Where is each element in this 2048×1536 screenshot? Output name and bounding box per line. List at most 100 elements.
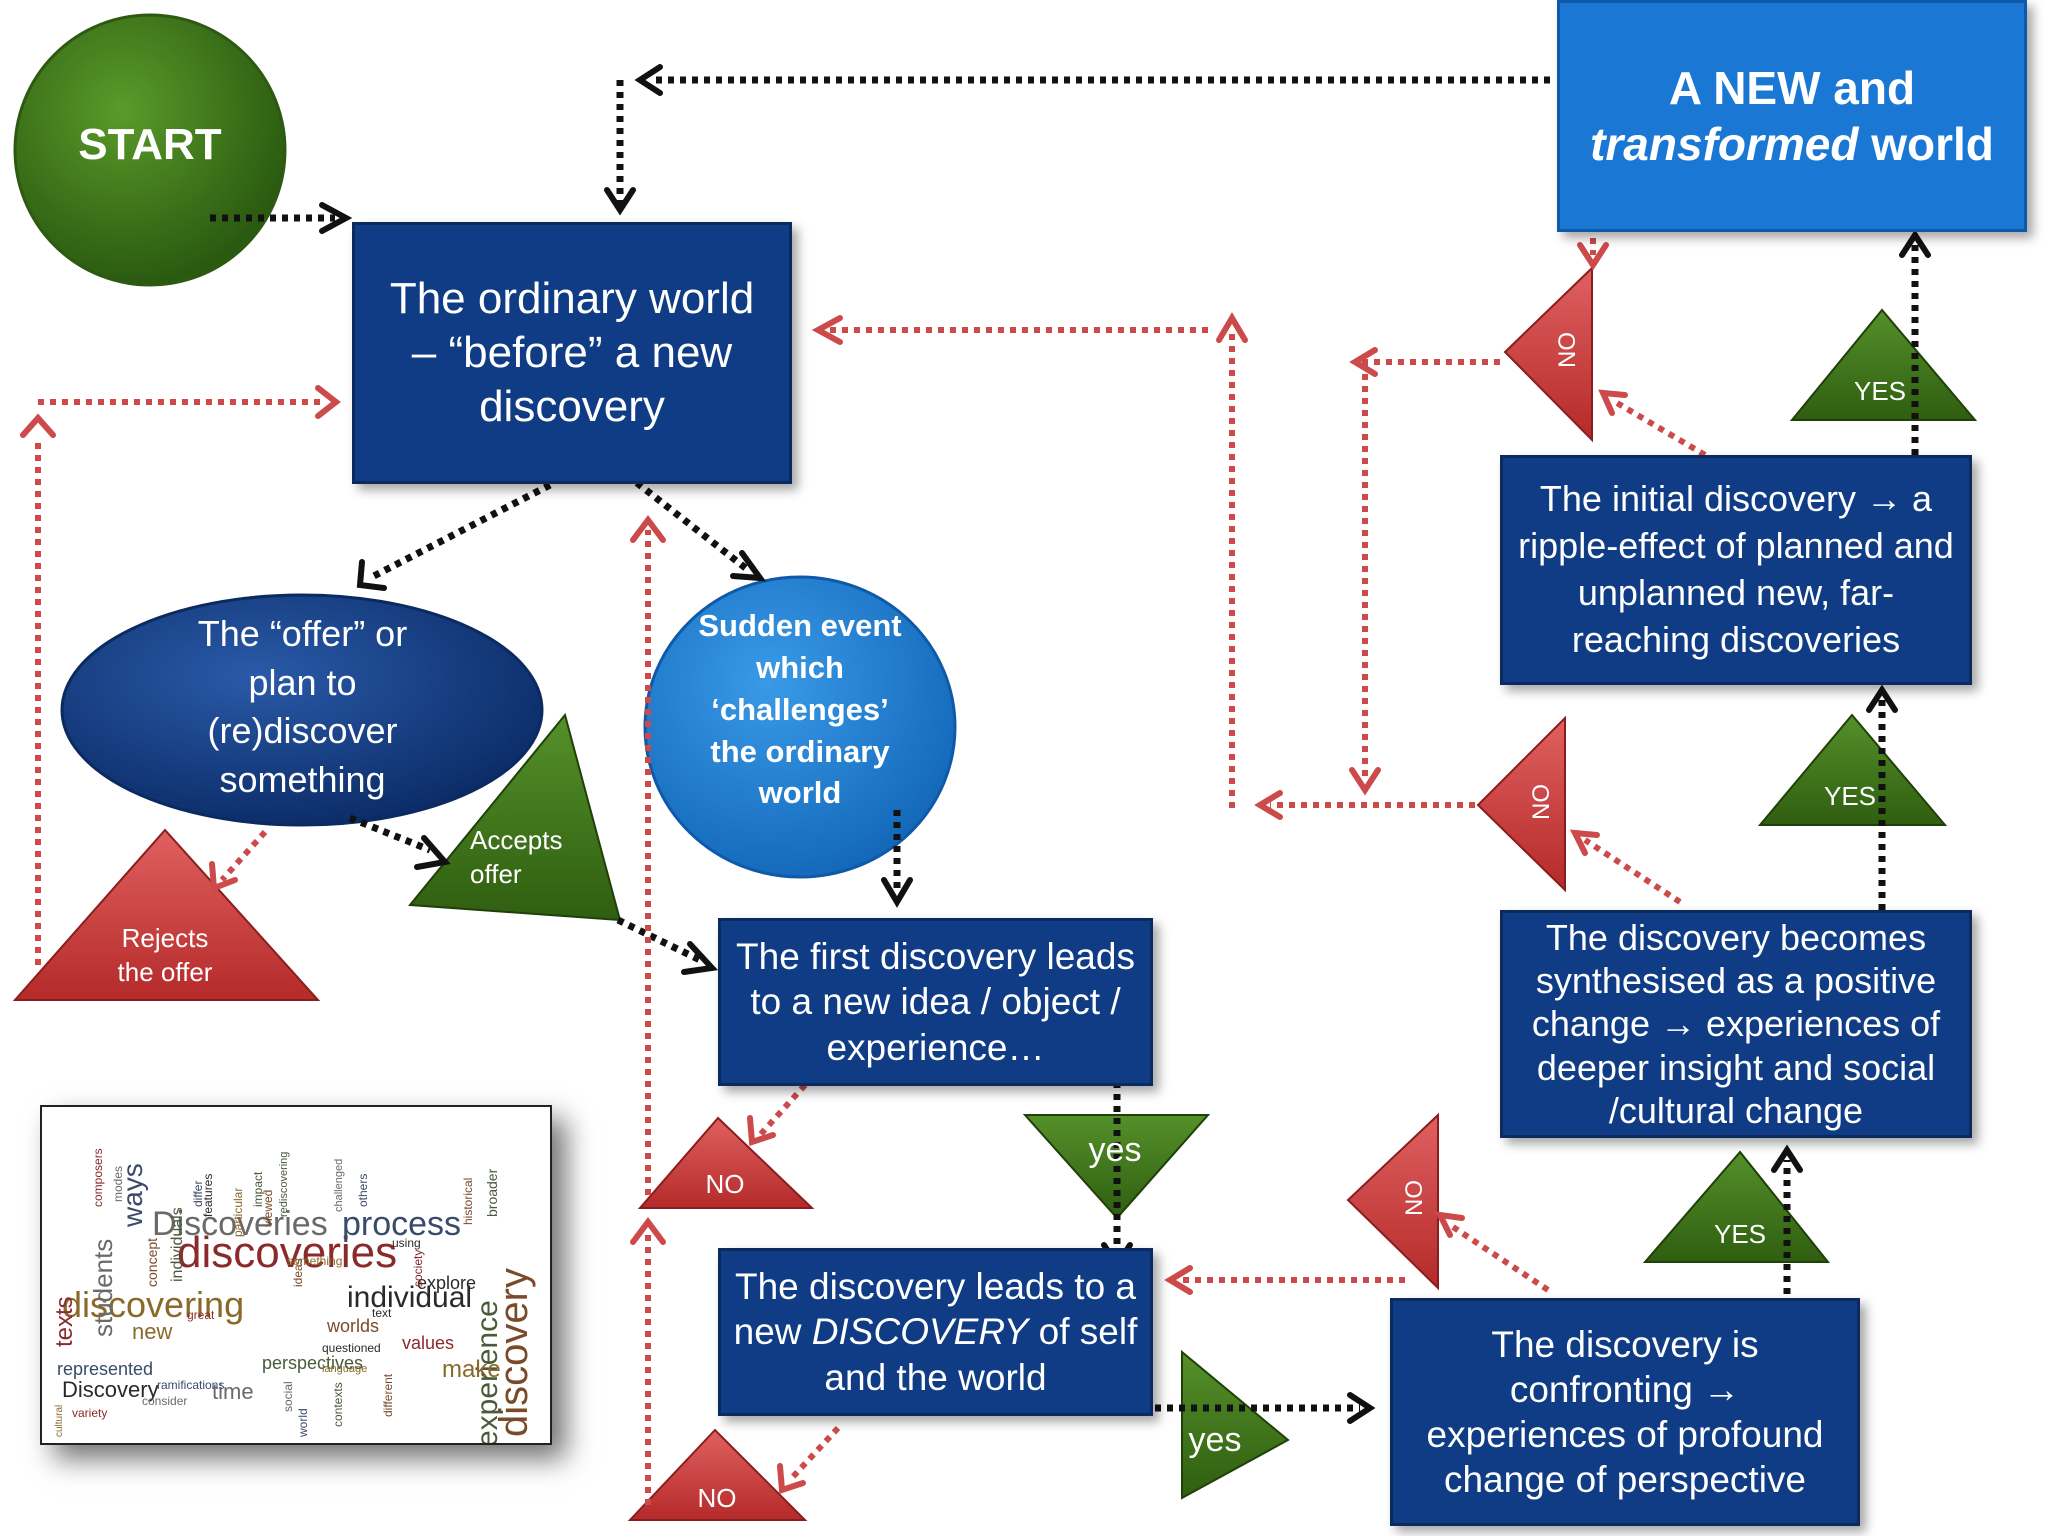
word-cloud-word: viewed: [261, 1190, 275, 1227]
arrow-no5-left: [1362, 359, 1500, 780]
no-label-4: NO: [1528, 784, 1555, 820]
word-cloud-word: rediscovering: [278, 1152, 290, 1217]
word-cloud-word: impact: [251, 1171, 265, 1207]
arrow-rejects-loop: [35, 399, 320, 965]
no-triangle-4: [1476, 715, 1566, 893]
confronting-box: The discovery is confronting → experienc…: [1390, 1298, 1860, 1526]
word-cloud-word: features: [201, 1174, 215, 1217]
word-cloud-word: others: [356, 1174, 370, 1207]
arrow-offer-to-accepts: [348, 814, 432, 854]
yes-label-2: yes: [1188, 1421, 1242, 1459]
start-circle: [13, 13, 287, 287]
word-cloud-word: perspectives: [262, 1353, 363, 1373]
arrow-self-to-no: [787, 1425, 841, 1483]
no-label-1: NO: [705, 1169, 745, 1199]
no-label-5: NO: [1554, 332, 1581, 368]
word-cloud-word: ways: [117, 1163, 148, 1228]
word-cloud-word: historical: [461, 1178, 475, 1225]
word-cloud-word: ramifications: [157, 1378, 224, 1392]
first-discovery-box: The first discovery leads to a new idea …: [718, 918, 1153, 1086]
discovery-self-box: The discovery leads to a new DISCOVERY o…: [718, 1248, 1153, 1416]
arrow-first-to-no: [757, 1082, 808, 1138]
word-cloud-word: discovering: [62, 1284, 244, 1325]
yes-label-1: yes: [1088, 1131, 1142, 1169]
word-cloud-word: values: [402, 1333, 454, 1353]
arrow-offer-to-rejects: [219, 829, 268, 883]
yes-label-4: YES: [1823, 781, 1877, 811]
word-cloud-word: explore: [417, 1273, 476, 1293]
word-cloud-word: worlds: [326, 1316, 379, 1336]
new-world-line2: transformed world: [1590, 116, 1994, 172]
word-cloud-word: language: [322, 1363, 367, 1375]
arrow-ordinary-to-event: [615, 465, 751, 573]
word-cloud-word: great: [187, 1308, 215, 1322]
first-discovery-text: The first discovery leads to a new idea …: [736, 936, 1135, 1068]
word-cloud-word: broader: [484, 1168, 500, 1217]
no-label-3: NO: [1401, 1180, 1428, 1216]
synthesised-text: The discovery becomes synthesised as a p…: [1531, 917, 1941, 1131]
arrow-newworld-to-ordinary: [616, 76, 1550, 205]
ordinary-world-text: The ordinary world – “before” a new disc…: [389, 274, 755, 431]
start-label: START: [78, 120, 222, 169]
ripple-text: The initial discovery → a ripple-effect …: [1518, 478, 1954, 660]
word-cloud-word: questioned: [322, 1341, 381, 1355]
rejects-triangle: [12, 828, 321, 1001]
word-cloud-word: experience: [471, 1300, 504, 1443]
no-label-2: NO: [697, 1483, 737, 1513]
word-cloud-word: something: [287, 1254, 342, 1268]
word-cloud-word: modes: [111, 1166, 125, 1202]
offer-ellipse: [60, 593, 544, 827]
word-cloud-word: different: [381, 1373, 395, 1417]
word-cloud-word: ideas: [291, 1258, 305, 1287]
word-cloud-word: particular: [231, 1188, 245, 1237]
word-cloud-word: make: [442, 1356, 501, 1383]
word-cloud-word: social: [281, 1381, 295, 1412]
word-cloud-word: society: [411, 1250, 425, 1287]
arrow-ordinary-to-offer: [368, 481, 552, 582]
no-triangle-3: [1346, 1112, 1439, 1291]
word-cloud-word: Discovery: [62, 1377, 159, 1402]
word-cloud-word: discovery: [492, 1268, 536, 1437]
word-cloud-word: individual: [347, 1281, 472, 1314]
ordinary-world-box: The ordinary world – “before” a new disc…: [352, 222, 792, 484]
discovery-self-post: of self and the world: [824, 1311, 1138, 1398]
word-cloud-word: text: [372, 1306, 392, 1320]
word-cloud-word: cultural: [54, 1405, 65, 1437]
new-world-box: A NEW and transformed world: [1557, 0, 2027, 232]
arrow-confronting-to-no3: [1448, 1222, 1550, 1293]
word-cloud-word: texts: [51, 1296, 78, 1347]
rejects-label: Rejects the offer: [117, 923, 213, 987]
sudden-event-text: Sudden event which ‘challenges’ the ordi…: [698, 608, 902, 811]
word-cloud-word: consider: [142, 1394, 187, 1408]
discovery-self-pre: The discovery leads to a new: [733, 1266, 1137, 1353]
word-cloud-word: concept: [144, 1238, 160, 1287]
arrow-accepts-to-first: [616, 916, 702, 964]
discovery-self-text: The discovery leads to a new DISCOVERY o…: [733, 1264, 1138, 1399]
yes-label-3: YES: [1713, 1219, 1767, 1249]
synthesised-box: The discovery becomes synthesised as a p…: [1500, 910, 1972, 1138]
word-cloud-word: composers: [91, 1148, 105, 1207]
word-cloud-word: challenged: [333, 1159, 345, 1212]
word-cloud-word: represented: [57, 1359, 153, 1379]
ripple-box: The initial discovery → a ripple-effect …: [1500, 455, 1972, 685]
offer-text: The “offer” or plan to (re)discover some…: [197, 613, 408, 800]
word-cloud-word: individuals: [169, 1207, 186, 1282]
discovery-self-italic: DISCOVERY: [811, 1311, 1029, 1353]
word-cloud-word: using: [392, 1236, 421, 1250]
word-cloud-word: Discoveries: [152, 1205, 328, 1243]
no-triangle-2: [627, 1428, 808, 1521]
word-cloud-word: time: [212, 1379, 254, 1404]
yes-label-5: YES: [1853, 376, 1907, 406]
accepts-triangle: [408, 712, 622, 922]
word-cloud-word: students: [88, 1239, 118, 1337]
word-cloud-word: contexts: [331, 1382, 345, 1427]
yes-triangle-2: [1181, 1349, 1290, 1500]
arrow-ordinary-return: [830, 327, 1235, 808]
accepts-label: Accepts offer: [470, 825, 563, 889]
arrow-synth-to-no4: [1583, 837, 1682, 905]
confronting-text: The discovery is confronting → experienc…: [1426, 1323, 1824, 1501]
yes-triangle-5: [1789, 308, 1978, 421]
